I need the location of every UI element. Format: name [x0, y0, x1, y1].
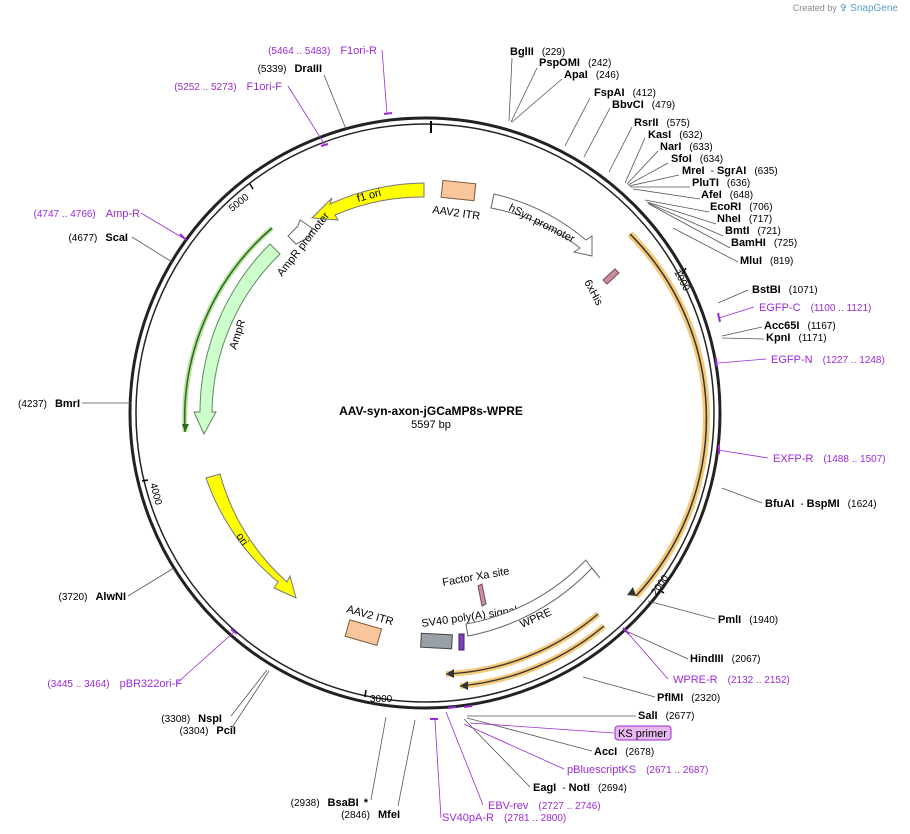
primer-ebv-rev: EBV-rev(2727 .. 2746)	[488, 800, 601, 812]
primer-egfp-c: EGFP-C(1100 .. 1121)	[759, 302, 871, 314]
site-nhei: NheI(717)	[717, 213, 772, 225]
primer-ks: KS primer	[618, 728, 667, 740]
backbone-inner-ring	[135, 123, 715, 703]
site-mrei-sgrai: MreI-SgrAI(635)	[682, 165, 778, 177]
f1-ori-feature	[310, 182, 425, 221]
site-alwni: (3720)AlwNI	[59, 591, 126, 603]
plasmid-size: 5597 bp	[411, 419, 451, 431]
features: AAV2 ITR hSyn promoter 6xHis f1 ori AmpR…	[182, 179, 620, 690]
sv40-marker	[458, 633, 465, 651]
site-apai: ApaI(246)	[564, 69, 619, 81]
primer-pbr322ori-f: (3445 .. 3464)pBR322ori-F	[47, 678, 182, 690]
primer-labels: EGFP-C(1100 .. 1121) EGFP-N(1227 .. 1248…	[34, 45, 886, 824]
site-kpni: KpnI(1171)	[766, 332, 827, 344]
site-nspi: (3308)NspI	[161, 713, 222, 725]
ampr-promoter-feature	[287, 219, 313, 245]
site-bsabi: (2938)BsaBI*	[291, 797, 369, 809]
site-bfuai-bspmi: BfuAI-BspMI(1624)	[765, 498, 877, 510]
aav2-itr-feature-top	[440, 179, 477, 202]
tick-label-3000: 3000	[370, 694, 393, 705]
factor-xa-feature	[477, 583, 487, 607]
ori-feature	[205, 473, 297, 599]
site-labels: BglII(229) PspOMI(242) ApaI(246) FspAI(4…	[18, 46, 877, 821]
site-acci: AccI(2678)	[594, 746, 654, 758]
ks-primer-box	[614, 725, 672, 741]
factor-xa-label: Factor Xa site	[441, 565, 510, 589]
site-leader-lines	[82, 57, 765, 807]
primer-f1ori-f: (5252 .. 5273)F1ori-F	[174, 81, 282, 93]
6xhis-label: 6xHis	[581, 278, 605, 308]
site-bbvci: BbvCI(479)	[612, 99, 675, 111]
plasmid-name: AAV-syn-axon-jGCaMP8s-WPRE	[339, 404, 523, 418]
site-ecori: EcoRI(706)	[710, 201, 773, 213]
primer-pbluescriptks: pBluescriptKS(2671 .. 2687)	[567, 764, 708, 776]
site-bstbi: BstBI(1071)	[752, 284, 818, 296]
site-scai: (4677)ScaI	[68, 232, 128, 244]
primer-markers	[179, 112, 721, 720]
site-acc65i: Acc65I(1167)	[764, 320, 836, 332]
site-bmti: BmtI(721)	[725, 225, 781, 237]
sv40-polya-feature	[420, 632, 453, 650]
site-nari: NarI(633)	[660, 141, 713, 153]
site-pmli: PmlI(1940)	[718, 614, 778, 626]
site-draiii: (5339)DraIII	[258, 63, 322, 75]
backbone	[128, 116, 722, 710]
site-fspai: FspAI(412)	[594, 87, 656, 99]
site-afei: AfeI(648)	[701, 189, 753, 201]
primer-f1ori-r: (5464 .. 5483)F1ori-R	[268, 45, 377, 57]
aav2-itr-feature-bottom	[344, 619, 383, 646]
site-sfoi: SfoI(634)	[671, 153, 723, 165]
site-eagi-noti: EagI-NotI(2694)	[533, 782, 627, 794]
site-pcii: (3304)PciI	[180, 725, 236, 737]
site-pflmi: PflMI(2320)	[657, 692, 720, 704]
primer-sv40pa-r: SV40pA-R(2781 .. 2800)	[442, 812, 566, 824]
primer-wpre-r: WPRE-R(2132 .. 2152)	[673, 674, 790, 686]
ampr-feature	[193, 243, 281, 436]
orf-arc	[627, 231, 710, 599]
primer-egfp-n: EGFP-N(1227 .. 1248)	[771, 354, 885, 366]
tick-label-5000: 5000	[227, 192, 252, 215]
wpre-feature	[465, 559, 601, 637]
position-ticks: 1000 2000 3000 4000 5000	[141, 183, 692, 705]
ori-label: ori	[234, 531, 251, 548]
site-mlui: MluI(819)	[740, 255, 793, 267]
site-bglii: BglII(229)	[510, 46, 565, 58]
site-pluti: PluTI(636)	[692, 177, 750, 189]
site-sali: SalI(2677)	[638, 710, 694, 722]
snapgene-credit: Created by ✞ SnapGene	[793, 3, 898, 14]
snapgene-logo-icon: ✞	[839, 3, 848, 14]
site-mfei: (2846)MfeI	[341, 809, 400, 821]
site-kasi: KasI(632)	[648, 129, 703, 141]
ampr-promoter-label: AmpR promoter	[275, 210, 332, 279]
site-bmri: (4237)BmrI	[18, 398, 80, 410]
site-rsrii: RsrII(575)	[634, 117, 690, 129]
6xhis-feature	[602, 268, 620, 285]
primer-leader-lines	[140, 49, 769, 819]
site-bamhi: BamHI(725)	[731, 237, 797, 249]
site-hindiii: HindIII(2067)	[690, 653, 761, 665]
backbone-outer-ring	[128, 116, 722, 710]
primer-exfp-r: EXFP-R(1488 .. 1507)	[773, 453, 886, 465]
hsyn-promoter-feature	[490, 193, 593, 257]
site-pspomi: PspOMI(242)	[539, 57, 611, 69]
hsyn-promoter-label: hSyn promoter	[507, 202, 577, 246]
primer-amp-r: (4747 .. 4766)Amp-R	[34, 208, 141, 220]
aav2-itr-label-top: AAV2 ITR	[432, 204, 481, 223]
credit-text: Created by	[792, 3, 837, 13]
credit-brand: SnapGene	[850, 3, 898, 14]
